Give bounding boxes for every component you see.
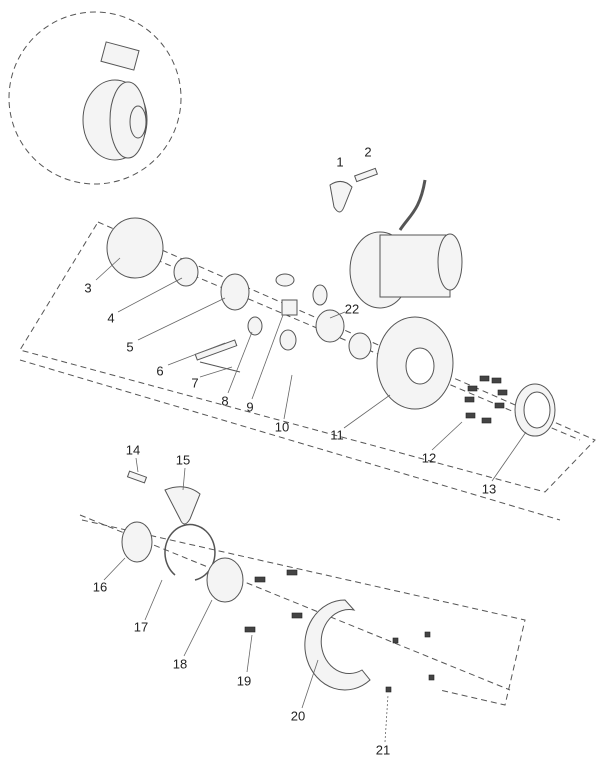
callout-4: 4 <box>107 310 115 326</box>
callout-15: 15 <box>175 452 191 468</box>
callout-22: 22 <box>344 301 360 317</box>
callout-3: 3 <box>84 280 92 296</box>
callout-21: 21 <box>375 742 391 758</box>
clutch-ring-icon <box>121 521 153 563</box>
washer-icon <box>173 257 199 287</box>
callout-19: 19 <box>236 673 252 689</box>
pinion-gear-icon <box>275 273 295 287</box>
callout-17: 17 <box>133 619 149 635</box>
callout-1: 1 <box>336 154 344 170</box>
lower-frame <box>81 519 526 706</box>
callout-13: 13 <box>481 481 497 497</box>
shim-icon <box>348 332 372 360</box>
lower-pin-icon <box>126 470 148 484</box>
callout-18: 18 <box>172 656 188 672</box>
snap-ring-icon <box>164 523 216 581</box>
lower-shift-fork-icon <box>164 486 201 525</box>
spider-block-icon <box>281 299 298 316</box>
side-gear-icon <box>220 273 250 311</box>
thrust-washer-icon <box>247 316 263 336</box>
shift-fork-icon <box>329 181 353 213</box>
cross-shaft-icon <box>194 339 238 361</box>
callout-11: 11 <box>330 427 344 443</box>
side-gear-right-icon <box>315 309 345 343</box>
callout-2: 2 <box>364 144 372 160</box>
callout-12: 12 <box>421 450 437 466</box>
callout-20: 20 <box>290 708 306 724</box>
callout-10: 10 <box>274 419 290 435</box>
callout-16: 16 <box>92 579 108 595</box>
callout-14: 14 <box>125 442 141 458</box>
callout-5: 5 <box>126 339 134 355</box>
pin-icon <box>353 167 379 183</box>
c-plate-icon <box>304 599 371 691</box>
callout-8: 8 <box>221 393 229 409</box>
bolts-icon <box>464 375 508 424</box>
inset-assembly-icon <box>82 41 148 161</box>
callout-7: 7 <box>191 375 199 391</box>
upper-frame <box>19 221 596 493</box>
case-cover-icon <box>106 217 164 279</box>
dowel-pins-icon <box>244 569 435 693</box>
callout-9: 9 <box>246 399 254 415</box>
lower-bearing-icon <box>206 557 244 603</box>
inset-circle <box>8 11 182 185</box>
callout-6: 6 <box>156 363 164 379</box>
motor-actuator-icon <box>349 179 463 309</box>
